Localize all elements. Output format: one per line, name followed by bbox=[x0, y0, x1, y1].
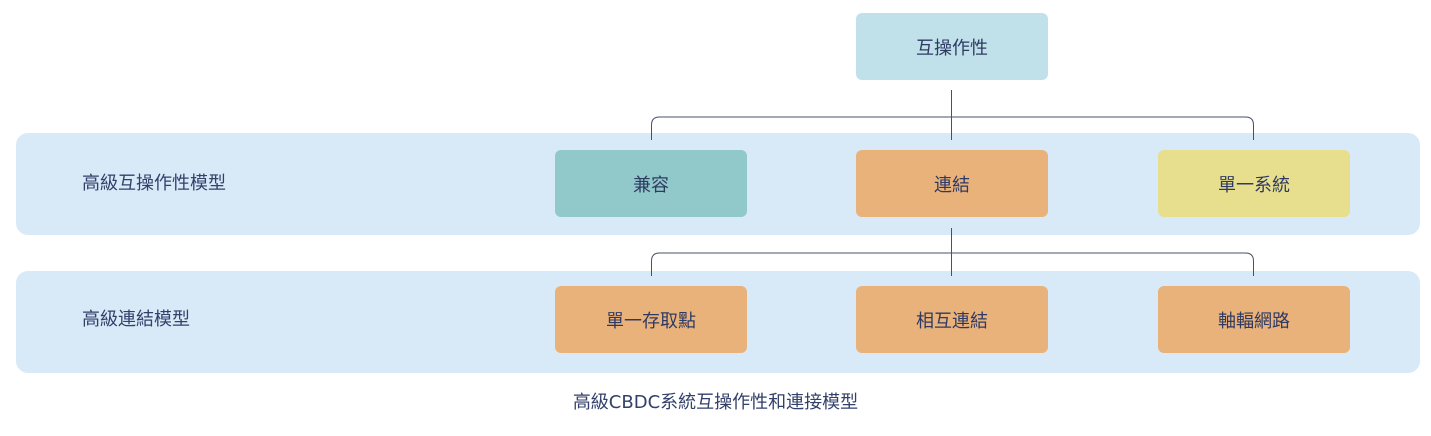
node-interlinking: 連結 bbox=[856, 150, 1048, 217]
node-bilateral-link: 相互連結 bbox=[856, 286, 1048, 353]
node-hub-and-spoke: 軸輻網路 bbox=[1158, 286, 1350, 353]
node-single-access-point: 單一存取點 bbox=[555, 286, 747, 353]
band-label-linkage-models: 高級連結模型 bbox=[82, 309, 190, 330]
node-compatibility: 兼容 bbox=[555, 150, 747, 217]
node-interoperability: 互操作性 bbox=[856, 13, 1048, 80]
node-single-system: 單一系統 bbox=[1158, 150, 1350, 217]
connector-middle-bracket bbox=[651, 252, 1254, 276]
figure-caption: 高級CBDC系統互操作性和連接模型 bbox=[572, 392, 859, 413]
band-label-interoperability-models: 高級互操作性模型 bbox=[82, 173, 226, 194]
connector-top-bracket bbox=[651, 116, 1254, 140]
